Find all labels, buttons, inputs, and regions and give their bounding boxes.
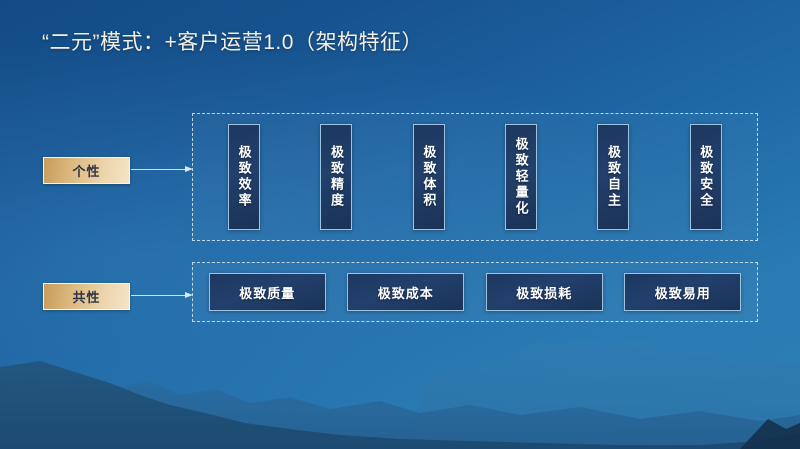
card-label: 极致轻量化 (513, 137, 529, 217)
card-item[interactable]: 极致损耗 (485, 273, 603, 311)
arrow-shaft (131, 169, 186, 170)
card-item[interactable]: 极致易用 (624, 273, 742, 311)
card-label: 极致易用 (654, 285, 711, 301)
card-item[interactable]: 极致自主 (597, 124, 630, 230)
card-label: 极致损耗 (516, 285, 573, 301)
card-label: 极致成本 (377, 285, 434, 301)
card-item[interactable]: 极致质量 (208, 273, 326, 311)
card-label: 极致精度 (328, 145, 344, 209)
card-item[interactable]: 极致精度 (320, 124, 353, 230)
arrow-shaft (131, 295, 186, 296)
commonality-card-list: 极致质量 极致成本 极致损耗 极致易用 (192, 262, 758, 322)
card-label: 极致安全 (698, 145, 714, 209)
card-item[interactable]: 极致成本 (347, 273, 465, 311)
card-item[interactable]: 极致体积 (412, 124, 445, 230)
card-label: 极致自主 (605, 145, 621, 209)
connector-arrow-commonality (131, 291, 194, 301)
card-label: 极致效率 (236, 145, 252, 209)
card-item[interactable]: 极致安全 (689, 124, 722, 230)
page-title: “二元”模式：+客户运营1.0（架构特征） (42, 31, 423, 54)
group-label-individuality[interactable]: 个性 (43, 157, 130, 184)
group-container-commonality (192, 262, 758, 322)
card-item[interactable]: 极致轻量化 (505, 124, 538, 230)
group-label-commonality[interactable]: 共性 (43, 283, 130, 310)
individuality-card-list: 极致效率 极致精度 极致体积 极致轻量化 极致自主 极致安全 (192, 113, 758, 241)
mountain-backdrop (0, 337, 800, 449)
connector-arrow-individuality (131, 165, 194, 175)
card-label: 极致体积 (421, 145, 437, 209)
card-label: 极致质量 (239, 285, 296, 301)
card-item[interactable]: 极致效率 (228, 124, 261, 230)
group-container-individuality (192, 113, 758, 241)
group-label-individuality-text: 个性 (72, 164, 101, 179)
group-label-commonality-text: 共性 (72, 290, 101, 305)
